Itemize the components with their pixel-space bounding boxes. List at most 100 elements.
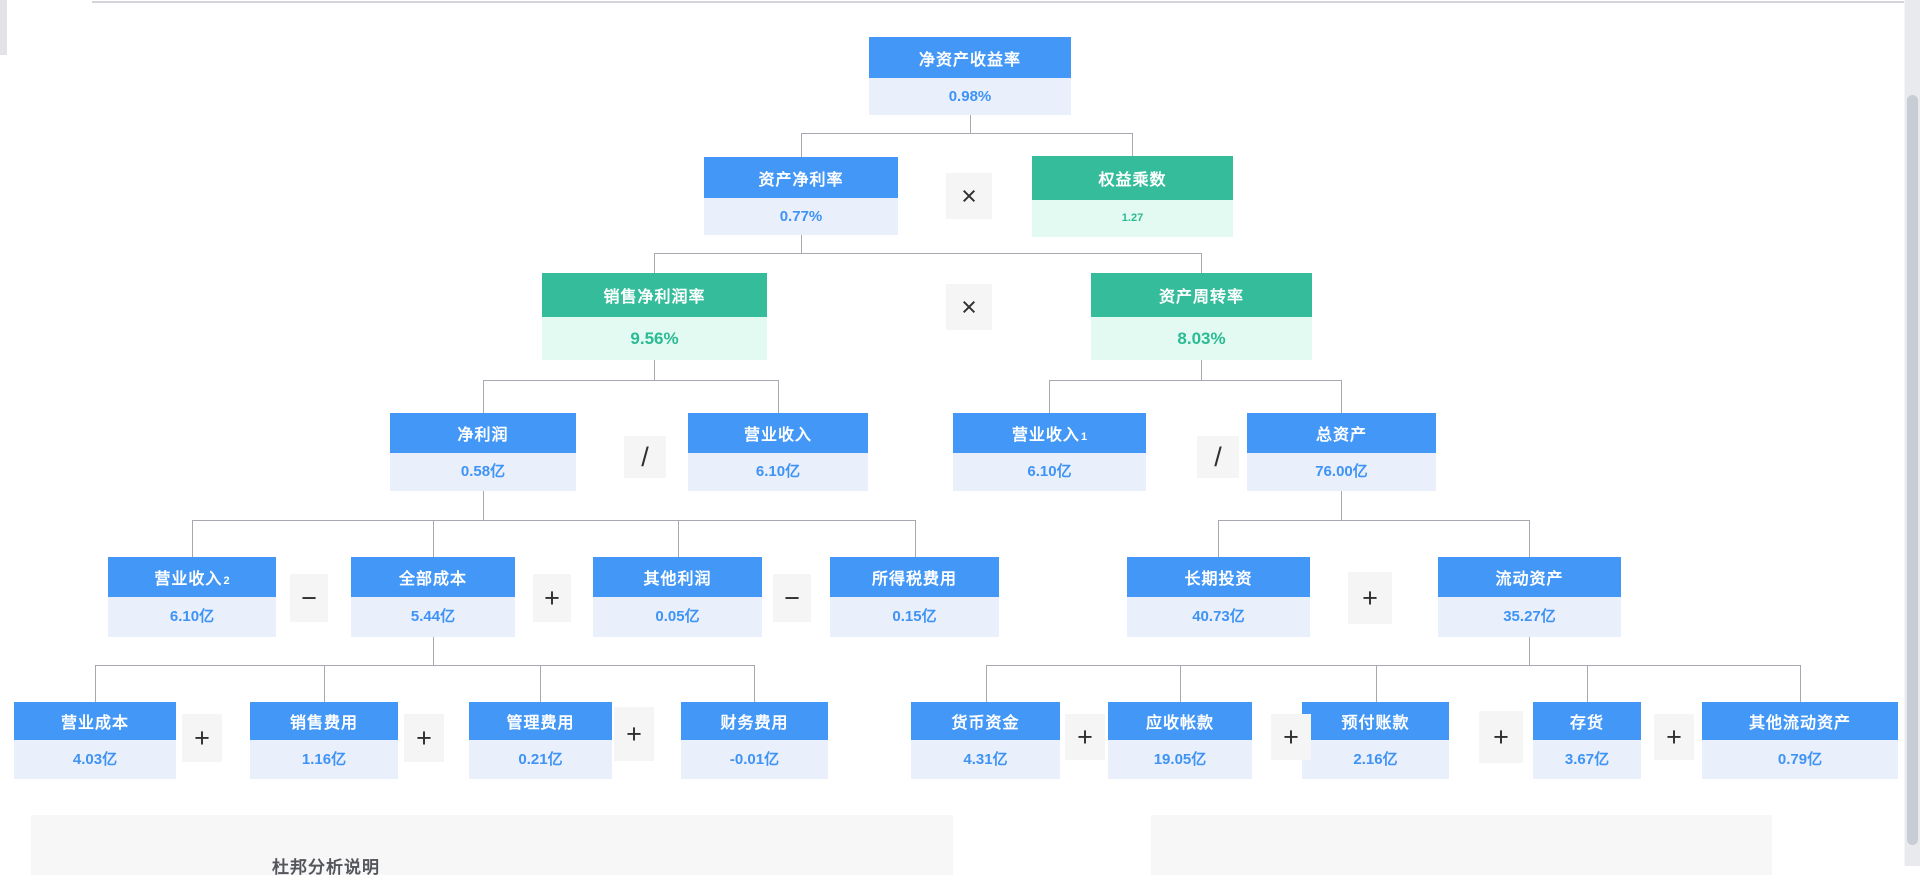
- bottom-right-panel: [1151, 815, 1772, 875]
- connector-line: [483, 380, 484, 414]
- operator-minus-icon: −: [773, 574, 811, 622]
- operator-plus-icon: +: [1271, 714, 1311, 760]
- operator-minus-icon: −: [290, 574, 328, 622]
- connector-line: [801, 133, 802, 158]
- node-label: 预付账款: [1302, 702, 1449, 740]
- node-value: 76.00亿: [1247, 453, 1436, 491]
- node-label: 销售费用: [250, 702, 398, 740]
- node-label-subscript: 1: [1080, 431, 1088, 443]
- node-label: 货币资金: [911, 702, 1060, 740]
- node-label: 权益乘数: [1032, 156, 1233, 200]
- node-value: 5.44亿: [351, 597, 515, 637]
- node-label: 管理费用: [469, 702, 612, 740]
- connector-line: [654, 360, 655, 381]
- connector-line: [1587, 665, 1588, 703]
- node-value: 3.67亿: [1533, 740, 1641, 779]
- operator-plus-icon: +: [1654, 714, 1694, 760]
- node-value: -0.01亿: [681, 740, 828, 779]
- connector-line: [1341, 491, 1342, 521]
- connector-line: [915, 520, 916, 558]
- connector-line: [801, 235, 802, 254]
- node-value: 6.10亿: [688, 453, 868, 491]
- vertical-scrollbar-thumb[interactable]: [1907, 95, 1918, 845]
- node-value: 2.16亿: [1302, 740, 1449, 779]
- node-label-subscript: 2: [223, 575, 230, 587]
- node-value: 0.21亿: [469, 740, 612, 779]
- node-label: 其他流动资产: [1702, 702, 1898, 740]
- node-value: 40.73亿: [1127, 597, 1310, 637]
- connector-line: [192, 520, 193, 558]
- connector-line: [540, 665, 541, 703]
- node-label: 营业成本: [14, 702, 176, 740]
- operator-plus-icon: +: [404, 714, 444, 762]
- connector-line: [1201, 360, 1202, 381]
- node-label: 净利润: [390, 413, 576, 453]
- node-label: 应收帐款: [1108, 702, 1252, 740]
- vertical-scrollbar-track[interactable]: [1904, 0, 1920, 866]
- connector-line: [1201, 253, 1202, 274]
- connector-line: [1049, 380, 1050, 414]
- connector-line: [95, 665, 96, 703]
- node-value: 19.05亿: [1108, 740, 1252, 779]
- node-value: 0.77%: [704, 198, 898, 235]
- node-label: 销售净利润率: [542, 273, 767, 317]
- node-label: 所得税费用: [830, 557, 999, 597]
- connector-line: [1218, 520, 1530, 521]
- connector-line: [483, 380, 779, 381]
- node-value: 6.10亿: [108, 597, 276, 637]
- connector-line: [1529, 520, 1530, 558]
- operator-plus-icon: +: [1065, 714, 1105, 760]
- connector-line: [1800, 665, 1801, 703]
- connector-line: [1218, 520, 1219, 558]
- node-value: 0.98%: [869, 78, 1071, 115]
- connector-line: [1132, 133, 1133, 157]
- bottom-left-panel: 杜邦分析说明: [31, 815, 953, 875]
- operator-divide-icon: /: [1197, 436, 1239, 478]
- node-label: 总资产: [1247, 413, 1436, 453]
- window-left-edge: [0, 0, 7, 55]
- node-value: 0.05亿: [593, 597, 762, 637]
- connector-line: [970, 114, 971, 134]
- operator-plus-icon: +: [1479, 711, 1523, 763]
- connector-line: [1341, 380, 1342, 414]
- node-label: 流动资产: [1438, 557, 1621, 597]
- operator-divide-icon: /: [624, 436, 666, 478]
- connector-line: [433, 637, 434, 666]
- node-value: 35.27亿: [1438, 597, 1621, 637]
- node-value: 4.03亿: [14, 740, 176, 779]
- node-label: 其他利润: [593, 557, 762, 597]
- node-label: 存货: [1533, 702, 1641, 740]
- node-label: 资产净利率: [704, 157, 898, 198]
- connector-line: [433, 520, 434, 558]
- node-financial-expense[interactable]: 财务费用-0.01亿: [681, 702, 828, 779]
- operator-plus-icon: +: [182, 714, 222, 762]
- connector-line: [1376, 665, 1377, 703]
- window-tab-notch: [7, 0, 92, 4]
- operator-plus-icon: +: [614, 707, 654, 761]
- node-value: 0.79亿: [1702, 740, 1898, 779]
